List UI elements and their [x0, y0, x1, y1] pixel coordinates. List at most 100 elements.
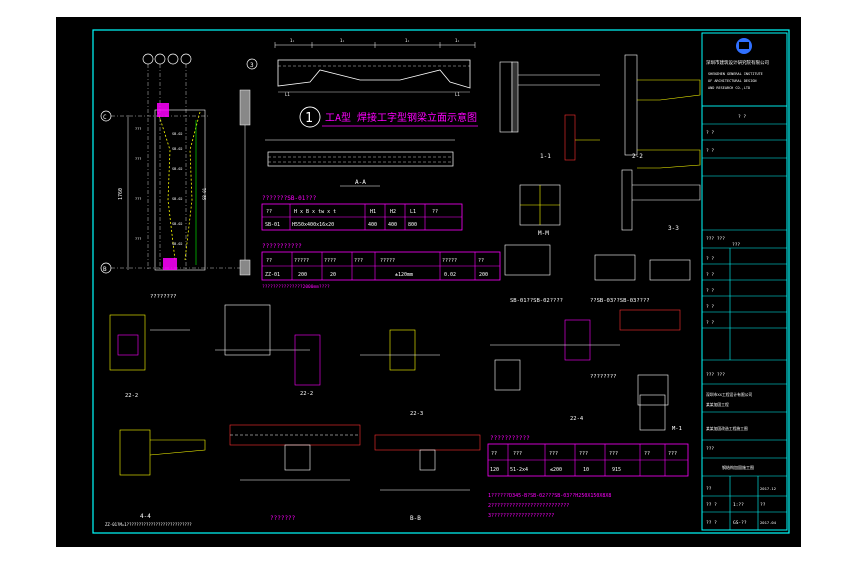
t1-h5: ??: [432, 209, 438, 215]
t2-h3: ???: [354, 258, 363, 264]
tb-date-label: ??: [706, 486, 712, 492]
label-question2: ????????: [590, 374, 617, 380]
label-22-5: 22-2: [300, 391, 313, 397]
column-body: [154, 109, 206, 271]
svg-text:???: ???: [135, 197, 141, 201]
note-2: 2??????????????????????????: [488, 503, 569, 509]
t3-h1: ???: [513, 451, 522, 457]
svg-text:1ᵢ: 1ᵢ: [290, 38, 295, 43]
t1-h3: H2: [390, 209, 396, 215]
t1-c3: 400: [388, 222, 397, 228]
grid-bubble-top-3: [167, 53, 179, 65]
tb-company2b: 某某加固工程: [706, 402, 729, 407]
tb-row6: ? ?: [706, 256, 714, 262]
mid-details: [109, 244, 691, 406]
tb-ver-label: ??: [760, 502, 766, 508]
tb-row4: ??? ???: [706, 236, 725, 242]
company-name-en1: SHENZHEN GENERAL INSTITUTE: [708, 72, 763, 76]
t2-c6: 200: [479, 272, 488, 278]
svg-text:1ᵢ: 1ᵢ: [405, 38, 410, 43]
svg-text:SB-02: SB-02: [172, 242, 183, 246]
heading-number: 1: [305, 111, 313, 126]
svg-text:???: ???: [135, 237, 141, 241]
t2-c5: 0.02: [444, 272, 456, 278]
tb-no-val: GS-??: [733, 520, 747, 526]
label-22-2: 22-2: [125, 393, 138, 399]
tb-row10: ? ?: [706, 320, 714, 326]
t1-h0: ??: [266, 209, 272, 215]
svg-text:SB-02: SB-02: [172, 222, 183, 226]
svg-text:L1: L1: [285, 92, 290, 97]
section-22-label: 2-2: [632, 153, 643, 160]
label-zz: ??SB-03??SB-03????: [590, 298, 650, 304]
heading-number-circle: [299, 106, 321, 128]
section-33-label: 3-3: [668, 225, 679, 232]
svg-text:SB-02: SB-02: [172, 197, 183, 201]
t2-c2: 20: [330, 272, 336, 278]
note-1: 1??????D345-B?SB-02???SB-03??H250X150X8X…: [488, 493, 611, 499]
tb-row8: ? ?: [706, 288, 714, 294]
tb-row2: ? ?: [706, 130, 714, 136]
svg-text:SB-02: SB-02: [172, 132, 183, 136]
table3: ??????????? ?? ??? ??? ??? ??? ?? ??? 12…: [487, 435, 689, 477]
t2-c0: ZZ-01: [265, 272, 280, 278]
t2-h4: ?????: [380, 258, 395, 264]
tb-row1: ? ?: [738, 114, 746, 120]
tb-ver-val: 2017.04: [760, 520, 777, 525]
tb-no-label: ?? ?: [706, 520, 717, 526]
bottom-notes: 1??????D345-B?SB-02???SB-03??H250X150X8X…: [488, 493, 611, 519]
tb-row7: ? ?: [706, 272, 714, 278]
tb-project: 某某加固改造工程施工图: [706, 426, 748, 431]
t3-h5: ??: [644, 451, 650, 457]
tb-scale-label: ?? ?: [706, 502, 717, 508]
label-22-4: 22-4: [570, 416, 584, 422]
bottom-labels: 4-4 B-B ??????? ZZ-01?M=1???????????????…: [105, 513, 421, 527]
tb-sheet-title: 钢结构加固施工图: [722, 464, 754, 470]
tb-row11: ??? ???: [706, 372, 725, 378]
section-m1-label: M-1: [672, 426, 682, 432]
t3-h2: ???: [549, 451, 558, 457]
label-left-bottom: ZZ-01?M=1???????????????????????????: [105, 522, 192, 527]
t2-h5: ?????: [442, 258, 457, 264]
main-heading: 1 工A型 焊接工字型钢梁立面示意图: [299, 106, 478, 128]
title-block: 深圳市建筑设计研究院有限公司 SHENZHEN GENERAL INSTITUT…: [701, 32, 788, 530]
grid-b-label: B: [103, 266, 107, 273]
section-11-label: 1-1: [540, 153, 551, 160]
t2-c1: 200: [298, 272, 307, 278]
svg-text:1ᵢ: 1ᵢ: [455, 38, 460, 43]
t2-h1: ?????: [294, 258, 309, 264]
svg-text:L1: L1: [455, 92, 460, 97]
t1-h1: H x B x tw x t: [294, 209, 336, 215]
tb-row5: ???: [732, 242, 740, 248]
svg-text:SB-02: SB-02: [172, 167, 183, 171]
t3-c0: 120: [490, 467, 499, 473]
t2-h0: ??: [266, 258, 272, 264]
svg-text:???: ???: [135, 157, 141, 161]
t1-c2: 400: [368, 222, 377, 228]
t1-h2: H1: [370, 209, 376, 215]
mid-note: ???????????????2000mm????: [262, 284, 330, 290]
label-question: ????????: [150, 294, 177, 300]
t3-c2: ≤200: [550, 467, 562, 473]
t3-c4: 915: [612, 467, 621, 473]
company-name-cn: 深圳市建筑设计研究院有限公司: [706, 59, 769, 66]
label-22-3: 22-3: [410, 411, 423, 417]
t2-c4: ±120mm: [395, 272, 413, 278]
tb-row9: ? ?: [706, 304, 714, 310]
table1: ???????SB-01??? ?? H x B x tw x t H1 H2 …: [261, 195, 463, 231]
left-dim-text: 1760: [118, 188, 124, 200]
right-top-sections: [499, 54, 701, 231]
heading-title: 工A型 焊接工字型钢梁立面示意图: [325, 111, 477, 124]
beam-elevation: 1ᵢ 1ᵢ 1ᵢ 1ᵢ L1 L1: [274, 38, 476, 97]
outer-frame: [92, 29, 790, 534]
tb-scale-val: 1:??: [733, 502, 744, 508]
svg-text:SB-02: SB-02: [172, 147, 183, 151]
company-name-en2: OF ARCHITECTURAL DESIGN: [708, 79, 756, 83]
table2-title: ???????????: [262, 243, 302, 250]
tb-row3: ? ?: [706, 148, 714, 154]
tb-date-val: 2017.12: [760, 486, 776, 491]
svg-text:1ᵢ: 1ᵢ: [340, 38, 345, 43]
t2-h2: ????: [324, 258, 336, 264]
t1-c1: H550x400x16x20: [292, 222, 334, 228]
